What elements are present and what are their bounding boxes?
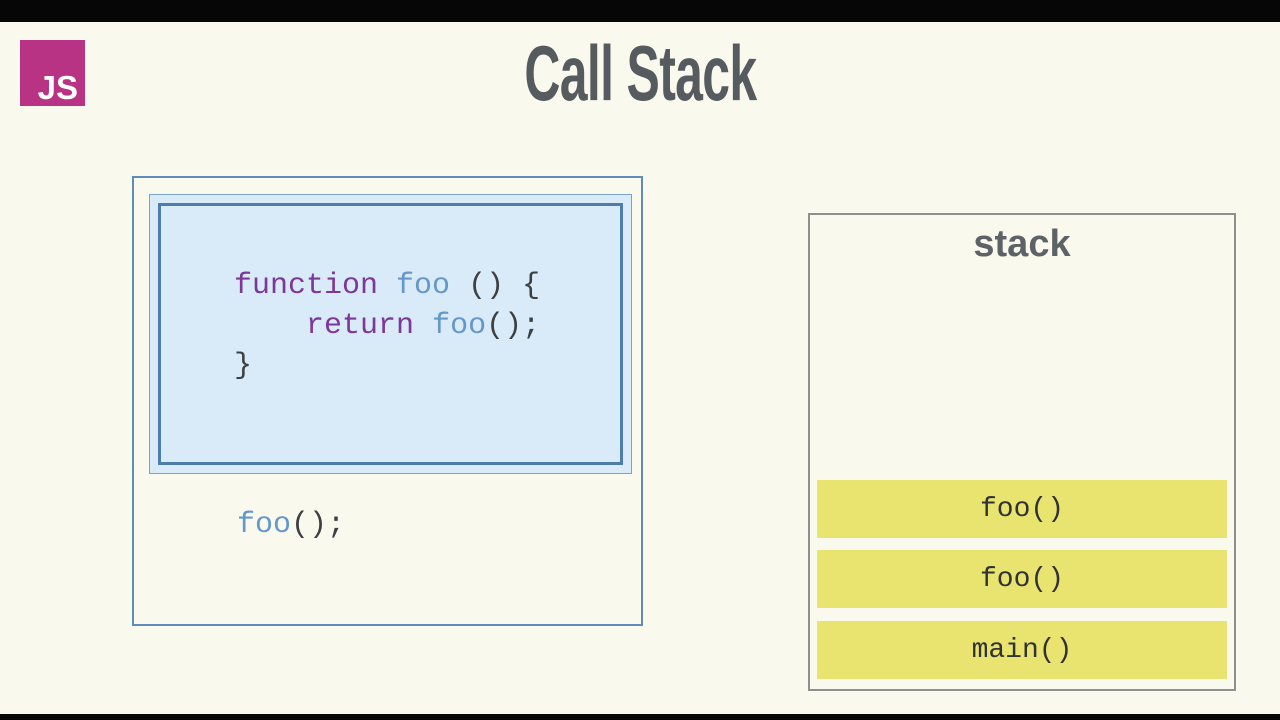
js-logo-text: JS xyxy=(37,69,78,106)
code-token: foo xyxy=(237,508,292,542)
code-token: (); xyxy=(486,309,541,343)
page-title-text: Call Stack xyxy=(523,29,757,117)
code-token: return xyxy=(306,309,415,343)
stack-frame-label: foo() xyxy=(979,563,1064,595)
stack-frame: foo() xyxy=(817,550,1227,608)
stack-frame-label: foo() xyxy=(979,493,1064,525)
code-token: () { xyxy=(450,269,541,303)
code-line: function foo () { xyxy=(234,266,620,306)
stack-frame: main() xyxy=(817,621,1227,679)
code-line: } xyxy=(234,346,620,386)
stack-panel-title: stack xyxy=(973,223,1071,265)
js-logo: JS xyxy=(20,40,85,106)
stack-panel: stack foo() foo() main() xyxy=(808,213,1236,691)
code-token xyxy=(234,309,306,343)
letterbox-top xyxy=(0,0,1280,22)
code-token: function xyxy=(234,269,379,303)
code-token: } xyxy=(234,349,253,383)
page-title: Call Stack xyxy=(0,32,1280,114)
code-token: foo xyxy=(432,309,487,343)
code-token: (); xyxy=(291,508,346,542)
code-line: return foo(); xyxy=(234,306,620,346)
letterbox-bottom xyxy=(0,714,1280,720)
stack-frame: foo() xyxy=(817,480,1227,538)
code-token xyxy=(378,269,396,303)
stack-frame-label: main() xyxy=(971,634,1073,666)
code-token: foo xyxy=(396,269,451,303)
code-screen: function foo () { return foo(); } xyxy=(149,194,632,474)
function-call-code: foo(); xyxy=(237,505,345,545)
function-definition-code: function foo () { return foo(); } xyxy=(234,266,620,386)
code-screen-inner: function foo () { return foo(); } xyxy=(158,203,623,465)
code-token xyxy=(414,309,432,343)
